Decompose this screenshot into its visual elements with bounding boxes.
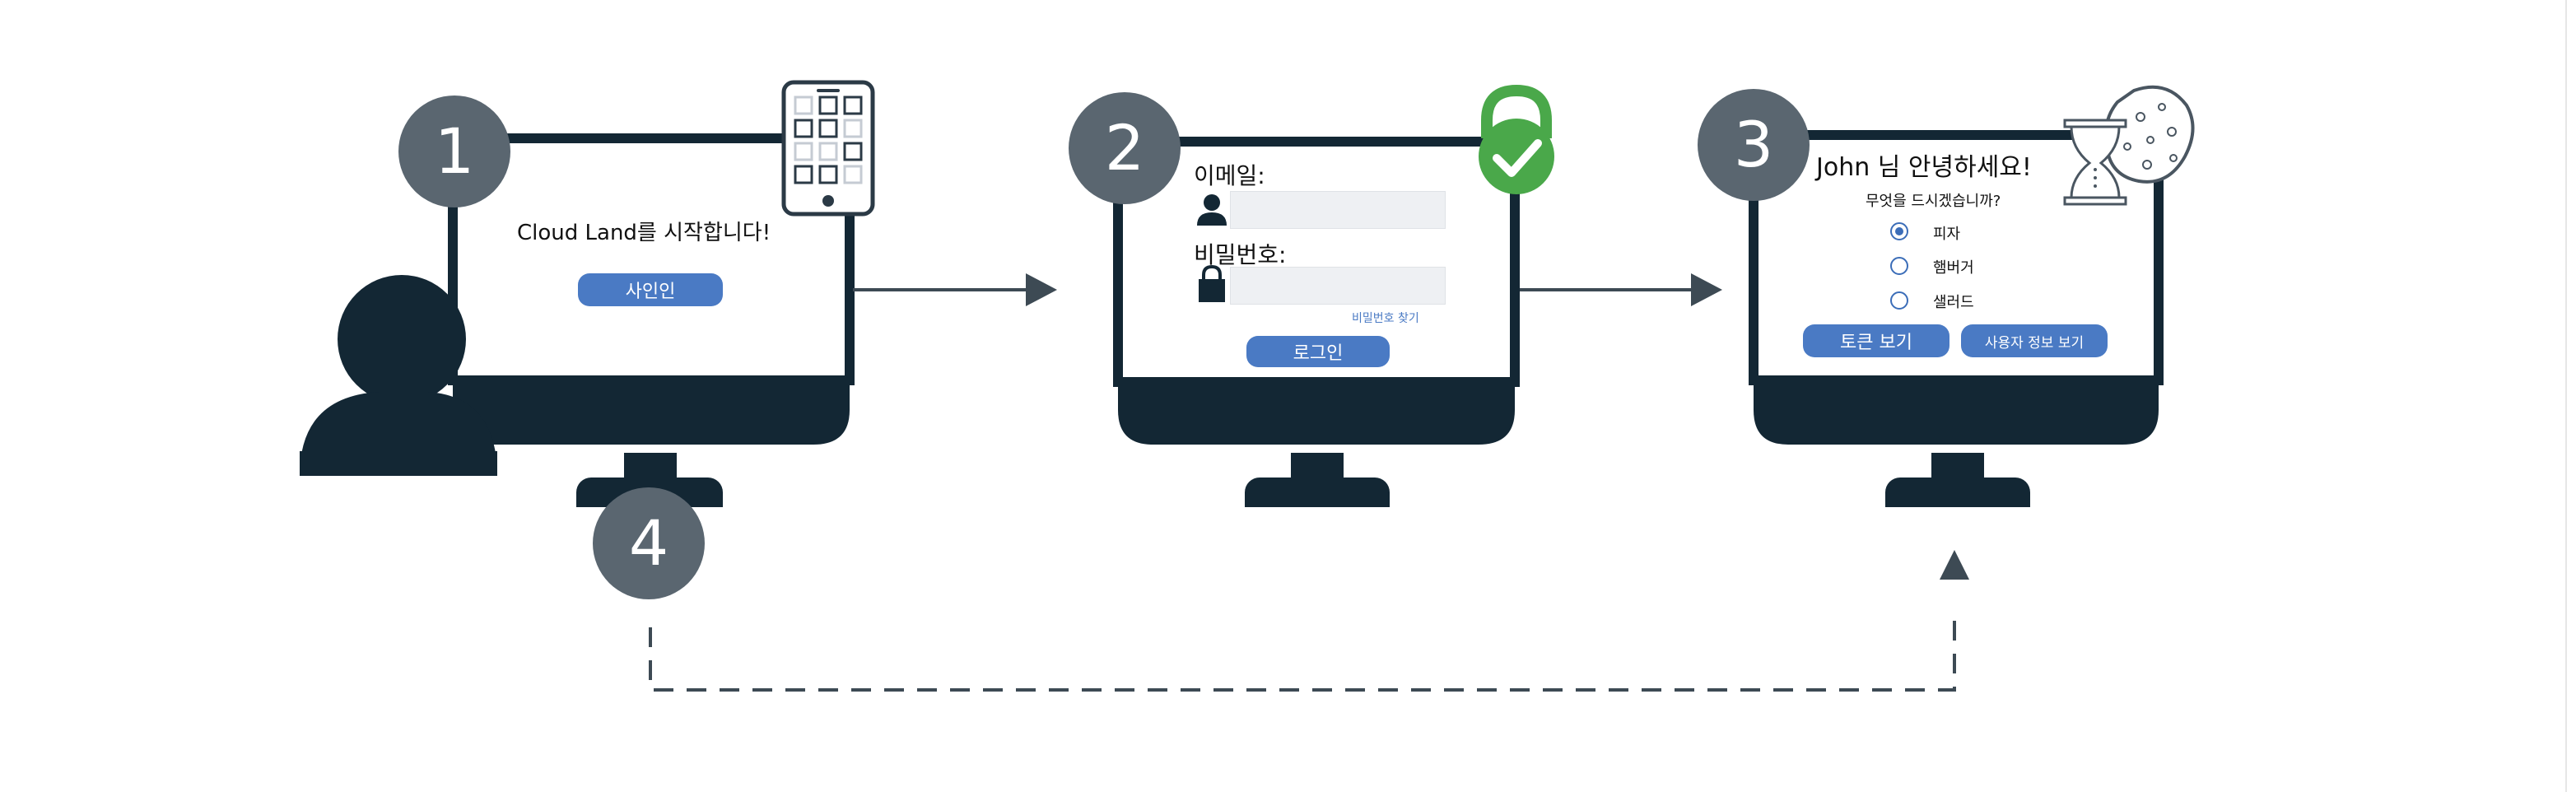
view-profile-button[interactable]: 사용자 정보 보기 <box>1961 324 2108 357</box>
radio-button[interactable] <box>1890 291 1908 310</box>
radio-label: 피자 <box>1933 226 1961 243</box>
forgot-password-link[interactable]: 비밀번호 찾기 <box>1352 312 1419 325</box>
greeting-heading: John 님 안녕하세요! <box>1816 153 2032 182</box>
password-input[interactable] <box>1230 267 1446 305</box>
arrow-step1-to-step2 <box>853 273 1057 306</box>
login-button[interactable]: 로그인 <box>1246 336 1390 367</box>
radio-button[interactable] <box>1890 257 1908 275</box>
monitor-1 <box>448 133 855 507</box>
step-1-number: 1 <box>434 114 475 188</box>
food-question: 무엇을 드시겠습니까? <box>1866 193 2001 210</box>
radio-label: 샐러드 <box>1933 294 1974 311</box>
radio-button[interactable] <box>1890 222 1908 240</box>
step-1-badge <box>398 96 510 207</box>
step-4-badge <box>593 487 705 599</box>
phone-authenticator-icon <box>781 80 875 217</box>
password-label: 비밀번호: <box>1194 241 1287 268</box>
lock-icon <box>1199 264 1225 302</box>
email-label: 이메일: <box>1194 162 1265 189</box>
signin-button[interactable]: 사인인 <box>578 273 723 306</box>
step-3-number: 3 <box>1733 108 1774 181</box>
radio-label: 햄버거 <box>1933 259 1974 277</box>
arrow-step2-to-step3 <box>1520 273 1722 306</box>
canvas-edge-line <box>2565 0 2567 792</box>
step-4-number: 4 <box>628 506 669 580</box>
person-icon <box>1197 194 1227 226</box>
padlock-check-icon <box>1479 84 1554 194</box>
monitor-3 <box>1749 130 2164 507</box>
user-silhouette-icon <box>300 275 497 476</box>
dashed-return-path <box>649 550 1969 692</box>
step-3-badge <box>1698 89 1810 201</box>
radio-selected-dot <box>1895 227 1903 235</box>
step-1-heading: Cloud Land를 시작합니다! <box>517 221 771 245</box>
step-2-number: 2 <box>1104 111 1145 184</box>
view-token-button[interactable]: 토큰 보기 <box>1803 324 1949 357</box>
step-2-badge <box>1069 92 1181 204</box>
email-input[interactable] <box>1230 191 1446 229</box>
hourglass-cookie-icon <box>2063 85 2195 206</box>
